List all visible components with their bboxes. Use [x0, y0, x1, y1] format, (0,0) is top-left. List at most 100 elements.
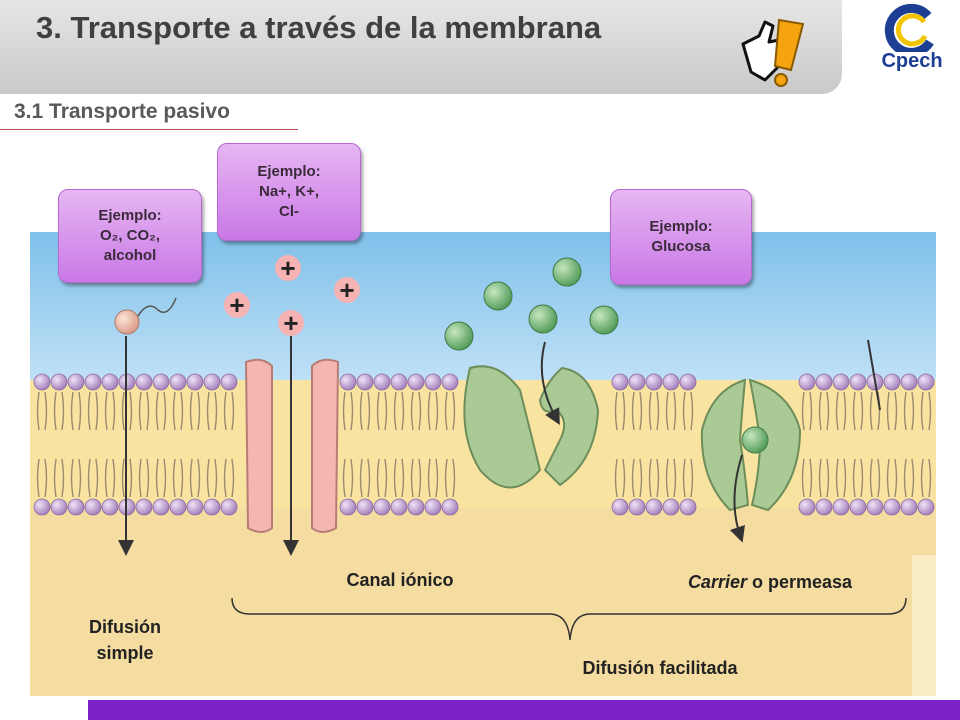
lipid-tail	[444, 458, 456, 498]
phospholipid-head	[373, 498, 391, 516]
lipid-tail	[189, 391, 201, 431]
lipid-tail	[886, 458, 898, 498]
lipid-tail	[801, 458, 813, 498]
lipid-tail	[206, 458, 218, 498]
lipid-tail	[36, 458, 48, 498]
ion-plus: +	[229, 290, 244, 320]
callout-text: Ejemplo:	[98, 207, 162, 224]
callout-text: Na+, K+,	[258, 183, 320, 200]
lipid-tail	[70, 391, 82, 431]
lipid-tail	[172, 458, 184, 498]
phospholipid-head	[441, 498, 459, 516]
lipid-tail	[342, 458, 354, 498]
phospholipid-head	[356, 498, 374, 516]
lipid-tail	[427, 391, 439, 431]
phospholipid-head	[645, 373, 663, 391]
phospholipid-head	[849, 373, 867, 391]
phospholipid-head	[917, 373, 935, 391]
phospholipid-head	[84, 498, 102, 516]
lipid-tail	[342, 391, 354, 431]
phospholipid-head	[67, 373, 85, 391]
lipid-tail	[104, 458, 116, 498]
phospholipid-head	[662, 373, 680, 391]
facilitated-diffusion-brace	[231, 597, 907, 641]
lipid-tail	[393, 391, 405, 431]
lipid-tail	[53, 458, 65, 498]
lipid-tail	[121, 458, 133, 498]
label-canal-ionico: Canal iónico	[346, 570, 454, 590]
lipid-tail	[427, 458, 439, 498]
phospholipid-head	[662, 498, 680, 516]
callout-ion-example: Ejemplo: Na+, K+, Cl-	[217, 143, 361, 241]
phospholipid-head	[441, 373, 459, 391]
callout-text: Ejemplo:	[649, 218, 713, 235]
cytoplasm-edge	[912, 555, 936, 696]
carrier-protein-closed	[700, 378, 802, 512]
phospholipid-head	[832, 498, 850, 516]
phospholipid-head	[33, 498, 51, 516]
lipid-tail	[155, 391, 167, 431]
phospholipid-head	[220, 498, 238, 516]
label-difusion-facilitada: Difusión facilitada	[582, 658, 738, 678]
phospholipid-head	[645, 498, 663, 516]
lipid-tail	[818, 391, 830, 431]
lipid-tails	[36, 391, 932, 498]
label-line: Difusión	[89, 617, 161, 637]
lipid-tail	[903, 458, 915, 498]
footer-accent-bar	[88, 700, 960, 720]
lipid-tail	[87, 458, 99, 498]
lipid-tail	[376, 391, 388, 431]
lipid-tail	[852, 391, 864, 431]
phospholipid-head	[169, 373, 187, 391]
label-carrier-rest: o permeasa	[746, 572, 853, 592]
lipid-tail	[903, 391, 915, 431]
simple-diffusion-molecule	[114, 297, 177, 335]
lipid-tail	[682, 458, 694, 498]
ion-symbols: + + + +	[224, 253, 360, 338]
phospholipid-head	[900, 498, 918, 516]
subtitle-underline	[0, 129, 298, 130]
phospholipid-head	[407, 498, 425, 516]
phospholipid-head	[339, 498, 357, 516]
phospholipid-head	[798, 498, 816, 516]
lipid-tail	[631, 391, 643, 431]
lipid-tail	[53, 391, 65, 431]
callout-text: Cl-	[279, 203, 299, 220]
lipid-tail	[36, 391, 48, 431]
phospholipid-heads	[33, 373, 935, 516]
phospholipid-head	[866, 498, 884, 516]
phospholipid-head	[84, 373, 102, 391]
phospholipid-head	[679, 373, 697, 391]
phospholipid-head	[900, 373, 918, 391]
phospholipid-head	[628, 498, 646, 516]
phospholipid-head	[152, 498, 170, 516]
lipid-tail	[359, 391, 371, 431]
phospholipid-head	[883, 498, 901, 516]
phospholipid-head	[373, 373, 391, 391]
logo-text: Cpech	[881, 50, 943, 72]
phospholipid-head	[356, 373, 374, 391]
lipid-tail	[648, 458, 660, 498]
callout-text: alcohol	[103, 247, 157, 264]
phospholipid-head	[33, 373, 51, 391]
lipid-tail	[665, 391, 677, 431]
lipid-tail	[920, 458, 932, 498]
phospholipid-head	[798, 373, 816, 391]
lipid-tail	[223, 458, 235, 498]
carrier-protein-open	[463, 365, 600, 489]
lipid-tail	[801, 391, 813, 431]
lipid-tail	[835, 458, 847, 498]
phospholipid-head	[203, 373, 221, 391]
lipid-tail	[614, 391, 626, 431]
lipid-tail	[155, 458, 167, 498]
phospholipid-head	[883, 373, 901, 391]
callout-text: Glucosa	[651, 238, 711, 255]
pointing-hand-alert-icon	[741, 18, 805, 87]
lipid-tail	[189, 458, 201, 498]
phospholipid-head	[186, 373, 204, 391]
ion-plus: +	[283, 308, 298, 338]
lipid-tail	[852, 458, 864, 498]
phospholipid-head	[849, 498, 867, 516]
label-difusion-simple: Difusión simple	[50, 614, 200, 666]
phospholipid-head	[390, 373, 408, 391]
